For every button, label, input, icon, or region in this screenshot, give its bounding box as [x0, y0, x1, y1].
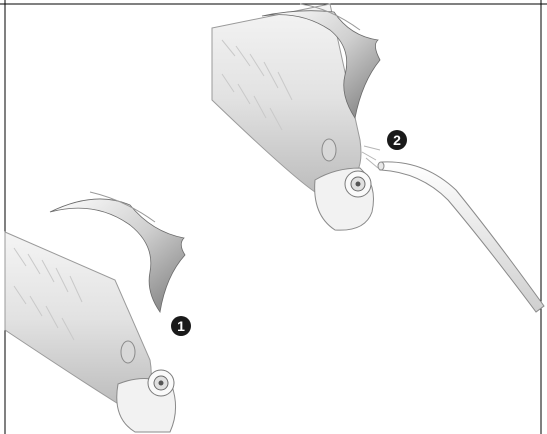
- spray-lines: [362, 146, 380, 168]
- step-badge-2: 2: [387, 130, 407, 150]
- step-badge-1: 1: [171, 316, 191, 336]
- handpiece-bottom: [5, 232, 176, 432]
- air-water-syringe-nozzle-icon: [378, 162, 544, 312]
